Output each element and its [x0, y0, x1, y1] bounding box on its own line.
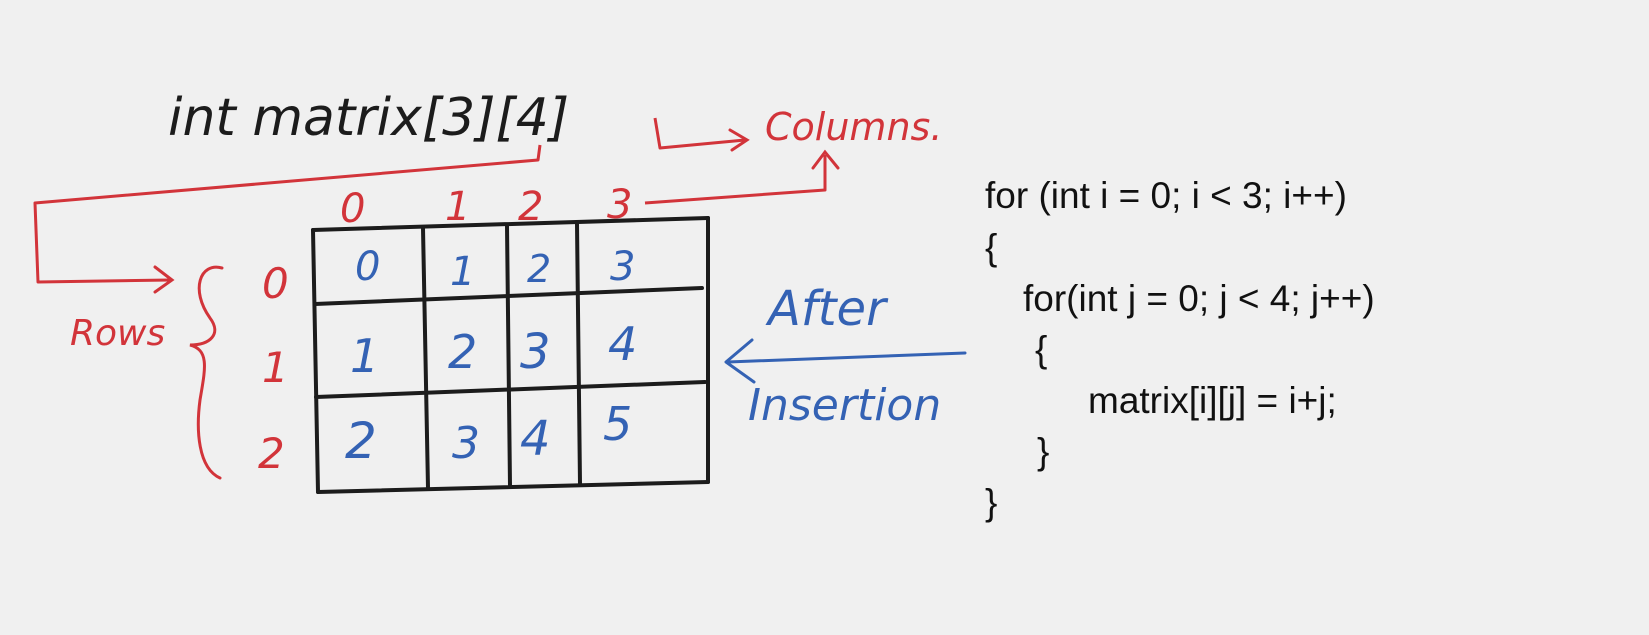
- grid-col-divider-1: [421, 226, 430, 490]
- rows-arrow-head: [153, 265, 175, 294]
- code-snippet: for (int i = 0; i < 3; i++) { for(int j …: [985, 170, 1485, 540]
- grid-left-border: [311, 228, 320, 494]
- code-line-6: }: [1037, 431, 1050, 472]
- columns-arrow-line: [653, 117, 746, 150]
- grid-col-divider-2: [505, 224, 512, 488]
- cell-1-2: 3: [520, 324, 551, 380]
- cell-0-3: 3: [610, 244, 635, 290]
- after-label: After: [765, 281, 889, 337]
- declaration-text: int matrix[3][4]: [168, 88, 569, 148]
- columns-label: Columns.: [765, 105, 942, 149]
- cell-1-1: 2: [448, 325, 477, 379]
- cell-0-0: 0: [355, 244, 380, 290]
- matrix-values: 0 1 2 3 1 2 3 4 2 3 4 5: [345, 244, 637, 470]
- cell-2-2: 4: [520, 411, 551, 467]
- col-index-arrow-head: [811, 149, 840, 170]
- after-insertion-arrow-line: [726, 351, 967, 364]
- code-line-3: for(int j = 0; j < 4; j++): [1023, 278, 1375, 319]
- rows-label: Rows: [70, 313, 165, 354]
- grid-col-divider-3: [575, 222, 582, 486]
- col-index-0: 0: [340, 186, 365, 232]
- row-index-2: 2: [258, 429, 285, 478]
- insertion-label: Insertion: [748, 380, 941, 431]
- code-line-5: matrix[i][j] = i+j;: [1088, 380, 1337, 421]
- cell-2-0: 2: [345, 412, 377, 470]
- code-line-1: for (int i = 0; i < 3; i++): [985, 175, 1347, 216]
- grid-bottom-border: [316, 480, 710, 494]
- after-insertion-arrow-head: [724, 338, 756, 384]
- rows-arrow-line: [33, 144, 542, 284]
- cell-0-2: 2: [527, 247, 551, 291]
- cell-2-1: 3: [452, 418, 480, 469]
- col-index-arrow-line: [644, 155, 827, 205]
- columns-arrow-head: [728, 128, 750, 152]
- col-index-1: 1: [445, 184, 470, 230]
- code-line-4: {: [1035, 329, 1048, 370]
- code-line-2: {: [985, 227, 998, 268]
- row-index-0: 0: [262, 259, 289, 308]
- code-line-7: }: [985, 482, 998, 523]
- cell-1-3: 4: [608, 317, 637, 371]
- grid-top-border: [311, 216, 710, 232]
- cell-0-1: 1: [450, 249, 475, 295]
- cell-1-0: 1: [350, 329, 379, 383]
- rows-brace: [189, 265, 224, 480]
- row-index-1: 1: [262, 343, 289, 392]
- matrix-grid: [311, 216, 710, 494]
- cell-2-3: 5: [603, 397, 632, 451]
